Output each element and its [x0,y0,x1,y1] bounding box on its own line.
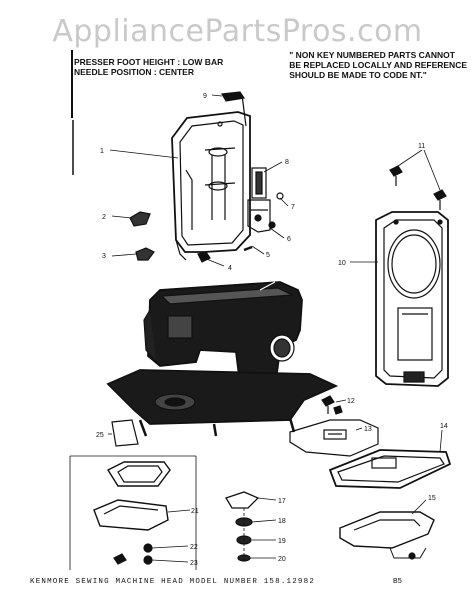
bed-plate-part [106,369,339,437]
callout-25: 25 [96,432,104,439]
slide-spring-part [339,511,435,560]
callout-20: 20 [278,556,286,563]
callout-6: 6 [287,236,291,243]
callout-23: 23 [190,560,198,567]
callout-18: 18 [278,518,286,525]
callout-7: 7 [291,204,295,211]
callout-1: 1 [100,148,104,155]
callout-5: 5 [266,252,270,259]
callout-2: 2 [102,214,106,221]
callout-12: 12 [347,398,355,405]
top-screw-part [221,91,247,127]
back-cover-plate-part [375,211,449,387]
note-line-3: SHOULD BE MADE TO CODE NT." [289,70,427,80]
callout-8: 8 [285,159,289,166]
watermark: AppliancePartsPros.com [52,14,423,49]
callout-4: 4 [228,265,232,272]
callout-22: 22 [190,544,198,551]
screw-stack-part [225,491,260,562]
presser-foot-header: PRESSER FOOT HEIGHT : LOW BAR [74,57,224,67]
non-key-parts-note: " NON KEY NUMBERED PARTS CANNOT BE REPLA… [289,50,467,80]
callout-3: 3 [102,253,106,260]
throat-plate-part [289,419,379,457]
callout-13: 13 [364,426,372,433]
machine-head-part [143,281,303,385]
leader-lines [109,94,443,563]
needle-position-header: NEEDLE POSITION : CENTER [74,67,194,77]
callout-14: 14 [440,423,448,430]
tension-bracket-part [243,167,284,252]
slide-plate-part [328,449,452,489]
clip-parts [129,211,211,263]
callout-9: 9 [203,93,207,100]
bed-screw-part [321,395,343,415]
callout-19: 19 [278,538,286,545]
face-plate-part [171,111,251,261]
note-line-2: BE REPLACED LOCALLY AND REFERENCE [289,60,467,70]
note-line-1: " NON KEY NUMBERED PARTS CANNOT [289,50,455,60]
callout-15: 15 [428,495,436,502]
callout-17: 17 [278,498,286,505]
model-caption: KENMORE SEWING MACHINE HEAD MODEL NUMBER… [30,578,316,586]
callout-21: 21 [191,508,199,515]
feed-dog-assembly-part [69,455,197,570]
callout-11: 11 [418,143,425,150]
callout-10: 10 [338,260,346,267]
cover-screws-part [389,149,447,210]
small-plate-part [108,419,139,447]
page-code: B5 [393,578,403,586]
